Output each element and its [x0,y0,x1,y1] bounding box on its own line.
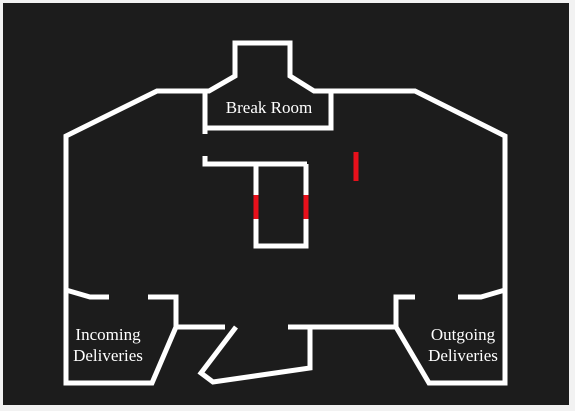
outer-wall-southeast [458,287,506,300]
outgoing-deliveries-wall [393,290,508,386]
south-alcove-wall [197,324,313,385]
central-partition [202,156,307,167]
incoming-deliveries-label-line2: Deliveries [73,346,143,365]
incoming-deliveries-wall [63,290,179,386]
plan-background [3,3,569,405]
outer-wall-southwest [65,287,109,300]
incoming-deliveries-label-line1: Incoming [75,325,141,344]
outer-wall-north [63,40,508,290]
outgoing-deliveries-label-line1: Outgoing [431,325,496,344]
break-room-label: Break Room [226,98,312,117]
outgoing-deliveries-label-line2: Deliveries [428,346,498,365]
break-room-wall [202,91,334,131]
